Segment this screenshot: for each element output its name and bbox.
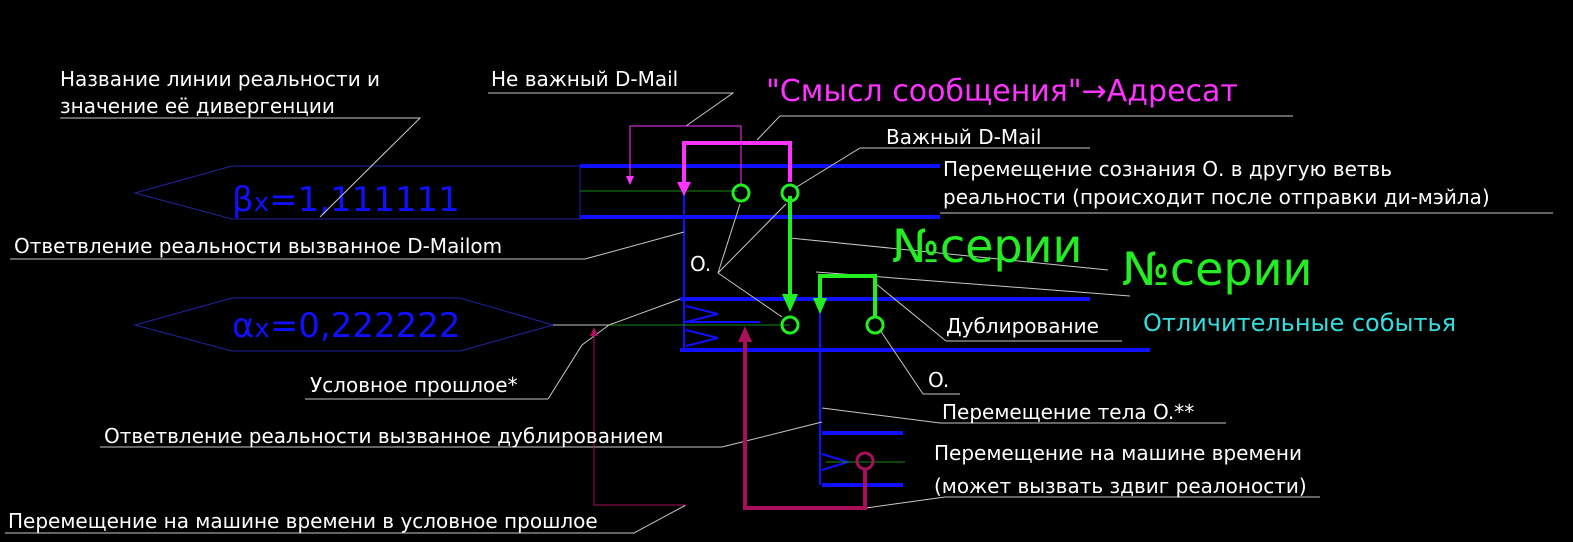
beta-worldline-value: βx=1,111111 xyxy=(232,180,460,220)
worldline-name-line2: значение её дивергенции xyxy=(60,94,335,118)
time-machine-move-line2: (может вызвать здвиг реалоности) xyxy=(934,474,1307,498)
beta-worldline-tag xyxy=(133,165,581,220)
time-machine-circle xyxy=(855,451,875,471)
conditional-past-label: Условное прошлое* xyxy=(310,373,518,397)
distinct-events-label: Отличительные событья xyxy=(1143,309,1456,337)
time-machine-move-label: Перемещение на машине времени (может выз… xyxy=(934,441,1308,498)
time-machine-past-path xyxy=(593,334,686,506)
green-reference-lines xyxy=(580,190,905,463)
body-move-label: Перемещение тела O.** xyxy=(942,400,1194,424)
alpha-symbol: α xyxy=(232,306,254,346)
alpha-worldline-value: αx=0,222222 xyxy=(232,306,461,346)
leader-lines xyxy=(5,92,1553,534)
time-machine-move-line1: Перемещение на машине времени xyxy=(934,441,1302,465)
unimportant-dmail-label: Не важный D-Mail xyxy=(491,67,678,91)
worldline-name-line1: Название линии реальности и xyxy=(60,67,380,91)
dmail-branch-label: Ответвление реальности вызванное D-Mailo… xyxy=(14,234,502,258)
time-machine-path xyxy=(743,340,867,510)
unimportant-dmail-path xyxy=(629,125,742,186)
observer-o-label-1: O. xyxy=(690,252,711,276)
branch-chevrons xyxy=(685,305,852,471)
consciousness-move-line1: Перемещение сознания О. в другую ветвь xyxy=(943,157,1392,181)
important-dmail-arrow xyxy=(677,182,691,196)
duplication-label: Дублирование xyxy=(946,314,1099,338)
observer-o-label-2: O. xyxy=(928,368,949,392)
serial-number-label-1: №серии xyxy=(892,219,1082,273)
beta-subscript: x xyxy=(254,188,269,218)
time-machine-past-arrow xyxy=(590,327,598,336)
beta-value: =1,111111 xyxy=(269,180,460,220)
duplication-branch-label: Ответвление реальности вызванное дублиро… xyxy=(104,424,663,448)
branch-lines xyxy=(683,190,821,485)
consciousness-move-path xyxy=(788,196,877,318)
duplication-arrow xyxy=(813,298,827,314)
worldline-name-label: Название линии реальности и значение её … xyxy=(60,67,386,118)
consciousness-move-arrow xyxy=(782,294,798,312)
observer-circles xyxy=(731,183,885,335)
message-meaning-label: "Смысл сообщения"→Адресат xyxy=(766,74,1238,109)
beta-symbol: β xyxy=(232,180,254,220)
important-dmail-path xyxy=(682,141,792,186)
time-machine-past-label: Перемещение на машине времени в условное… xyxy=(8,509,598,533)
time-machine-arrow xyxy=(738,326,752,342)
consciousness-move-label: Перемещение сознания О. в другую ветвь р… xyxy=(943,157,1490,209)
unimportant-dmail-arrow xyxy=(626,176,634,185)
important-dmail-label: Важный D-Mail xyxy=(886,125,1041,149)
reality-lines xyxy=(580,164,1150,487)
alpha-subscript: x xyxy=(254,314,269,344)
serial-number-label-2: №серии xyxy=(1122,242,1312,296)
consciousness-move-line2: реальности (происходит после отправки ди… xyxy=(943,185,1490,209)
alpha-value: =0,222222 xyxy=(270,306,461,346)
